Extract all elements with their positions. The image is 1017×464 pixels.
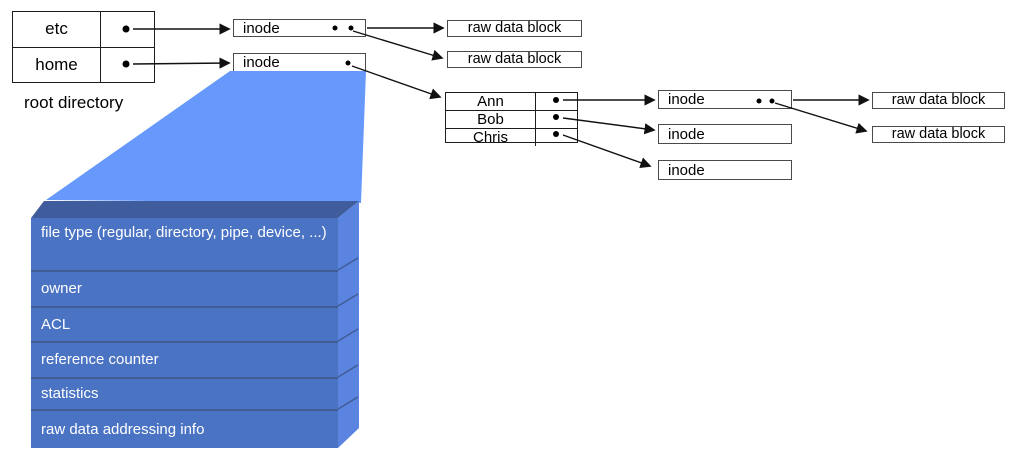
- home-entry-chris: Chris: [446, 128, 577, 146]
- inode-detail-top-face: [31, 201, 359, 218]
- inode-field-acl: ACL: [31, 306, 338, 341]
- magnifier-funnel: [46, 71, 366, 203]
- inode-field-file-type: file type (regular, directory, pipe, dev…: [41, 224, 327, 241]
- inode-detail-side-face: [338, 201, 359, 448]
- inode-field-owner: owner: [31, 270, 338, 306]
- raw-data-block-2: raw data block: [447, 51, 582, 68]
- inode-box-etc: inode: [233, 19, 366, 37]
- inode-box-home: inode: [233, 53, 366, 72]
- inode-field-statistics: statistics: [31, 377, 338, 409]
- inode-box-chris: inode: [658, 160, 792, 180]
- home-entry-bob-name: Bob: [446, 111, 536, 128]
- raw-data-block-4: raw data block: [872, 126, 1005, 143]
- root-entry-home-pointer-cell: [101, 48, 154, 83]
- home-entry-chris-pointer-cell: [536, 129, 577, 146]
- home-entry-bob-pointer-cell: [536, 111, 577, 128]
- inode-detail-side-divider-lines: [337, 257, 359, 410]
- arrow-inode-etc-to-raw2: [352, 30, 444, 61]
- raw-data-block-1: raw data block: [447, 20, 582, 37]
- inode-field-raw-data-addressing: raw data addressing info: [31, 409, 338, 448]
- root-entry-etc: etc: [13, 12, 154, 47]
- home-entry-ann-pointer-cell: [536, 93, 577, 110]
- inode-detail-front-face: file type (regular, directory, pipe, dev…: [31, 218, 338, 448]
- root-directory-caption: root directory: [24, 93, 124, 112]
- inode-box-bob: inode: [658, 124, 792, 144]
- inode-box-ann: inode: [658, 90, 792, 109]
- home-directory-table: Ann Bob Chris: [445, 92, 578, 146]
- home-entry-ann: Ann: [446, 93, 577, 110]
- root-directory-table: etc home: [12, 11, 155, 83]
- inode-field-reference-counter: reference counter: [31, 341, 338, 377]
- root-entry-etc-pointer-cell: [101, 12, 154, 47]
- root-entry-etc-name: etc: [13, 12, 101, 47]
- root-entry-home: home: [13, 46, 154, 83]
- home-entry-bob: Bob: [446, 110, 577, 128]
- home-entry-ann-name: Ann: [446, 93, 536, 110]
- raw-data-block-3: raw data block: [872, 92, 1005, 109]
- root-entry-home-name: home: [13, 47, 101, 82]
- home-entry-chris-name: Chris: [446, 129, 536, 146]
